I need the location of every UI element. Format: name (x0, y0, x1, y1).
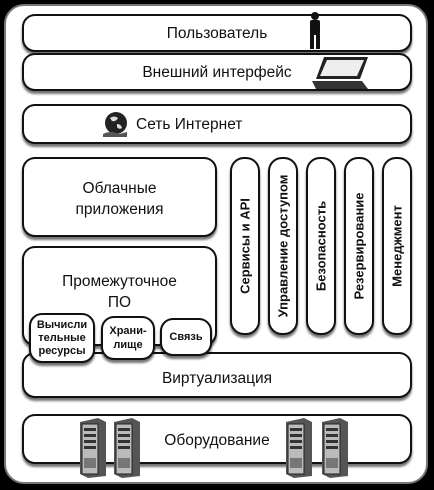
interface-layer-label: Внешний интерфейс (142, 64, 292, 81)
internet-layer-label: Сеть Интернет (136, 116, 243, 133)
server-icon (80, 418, 106, 478)
compute-label-line2: тельные (38, 332, 86, 344)
cloud-applications-block: Облачные приложения (22, 157, 217, 237)
virtualization-layer-label: Виртуализация (161, 370, 273, 387)
person-icon (310, 12, 320, 49)
services-api-column: Сервисы и API (230, 157, 260, 335)
storage-label-line1: Храни- (109, 325, 147, 337)
backup-label: Резервирование (351, 192, 367, 300)
access-control-label: Управление доступом (275, 174, 291, 318)
internet-layer: Сеть Интернет (22, 104, 412, 144)
management-label: Менеджмент (389, 205, 405, 287)
middleware-label-line2: ПО (107, 294, 132, 311)
network-label: Связь (169, 331, 203, 343)
network-component: Связь (160, 318, 212, 356)
cloud-applications-label-line1: Облачные (82, 180, 157, 197)
user-layer: Пользователь (22, 12, 412, 52)
cloud-applications-label-line2: приложения (75, 201, 164, 218)
security-column: Безопасность (306, 157, 336, 335)
access-control-column: Управление доступом (268, 157, 298, 335)
storage-label-line2: лище (113, 339, 143, 351)
laptop-icon (312, 57, 368, 89)
compute-label-line3: ресурсы (38, 345, 86, 357)
backup-column: Резервирование (344, 157, 374, 335)
middleware-label-line1: Промежуточное (62, 273, 177, 290)
management-column: Менеджмент (382, 157, 412, 335)
server-icon (322, 418, 348, 478)
server-icon (286, 418, 312, 478)
interface-layer: Внешний интерфейс (22, 53, 412, 91)
compute-label-line1: Вычисли (36, 319, 88, 331)
storage-component: Храни- лище (101, 316, 155, 360)
services-api-label: Сервисы и API (237, 198, 253, 294)
server-icon (114, 418, 140, 478)
security-label: Безопасность (313, 200, 329, 292)
user-layer-label: Пользователь (166, 25, 268, 42)
globe-hand-icon (103, 112, 127, 137)
compute-resources-component: Вычисли тельные ресурсы (29, 313, 95, 363)
hardware-layer-label: Оборудование (164, 432, 270, 449)
